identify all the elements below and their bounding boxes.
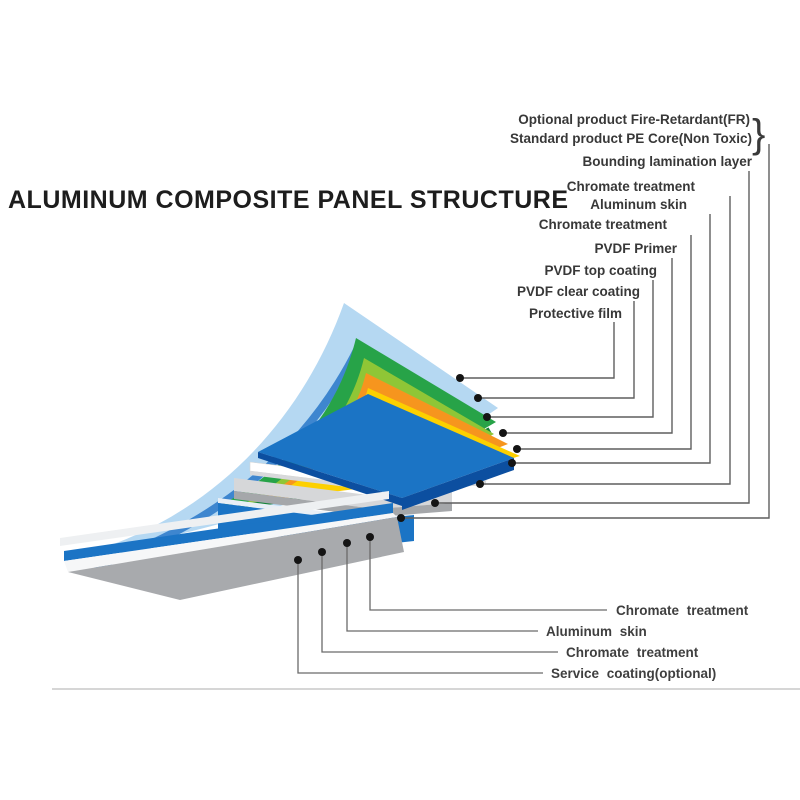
label-pvdf-clear-coating: PVDF clear coating (517, 284, 640, 299)
bottom-chromate-stripe-2 (64, 513, 397, 572)
label-chromate-bottom-1: Chromate treatment (616, 603, 749, 618)
layer-aluminum-edge-left (258, 452, 402, 506)
bottom-aluminum-stripe (64, 503, 393, 561)
label-aluminum-skin-top: Aluminum skin (590, 197, 687, 212)
label-bounding-lamination: Bounding lamination layer (582, 154, 752, 169)
label-pvdf-primer: PVDF Primer (594, 241, 677, 256)
diagram-title: ALUMINUM COMPOSITE PANEL STRUCTURE (8, 186, 569, 214)
bottom-service-coating-gray (68, 517, 404, 600)
bottom-chromate-stripe (60, 491, 389, 546)
label-protective-film: Protective film (529, 306, 622, 321)
label-service-coating: Service coating(optional) (551, 666, 716, 681)
panel-layers (60, 303, 520, 600)
top-leader-lines (397, 144, 770, 522)
bottom-labels: Chromate treatment Aluminum skin Chromat… (546, 603, 749, 681)
top-labels: Optional product Fire-Retardant(FR) Stan… (510, 112, 753, 321)
layer-aluminum-edge-right (402, 458, 514, 510)
layer-bounding-dark (234, 491, 452, 517)
label-chromate-upper: Chromate treatment (567, 179, 696, 194)
label-pvdf-top-coating: PVDF top coating (545, 263, 658, 278)
label-optional-core: Optional product Fire-Retardant(FR) (518, 112, 750, 127)
label-aluminum-skin-bottom: Aluminum skin (546, 624, 647, 639)
core-brace: } (752, 112, 765, 156)
label-chromate-lower: Chromate treatment (539, 217, 668, 232)
label-standard-core: Standard product PE Core(Non Toxic) (510, 131, 752, 146)
layer-aluminum-top (258, 394, 514, 498)
label-chromate-bottom-2: Chromate treatment (566, 645, 699, 660)
bottom-leader-lines (294, 533, 607, 674)
